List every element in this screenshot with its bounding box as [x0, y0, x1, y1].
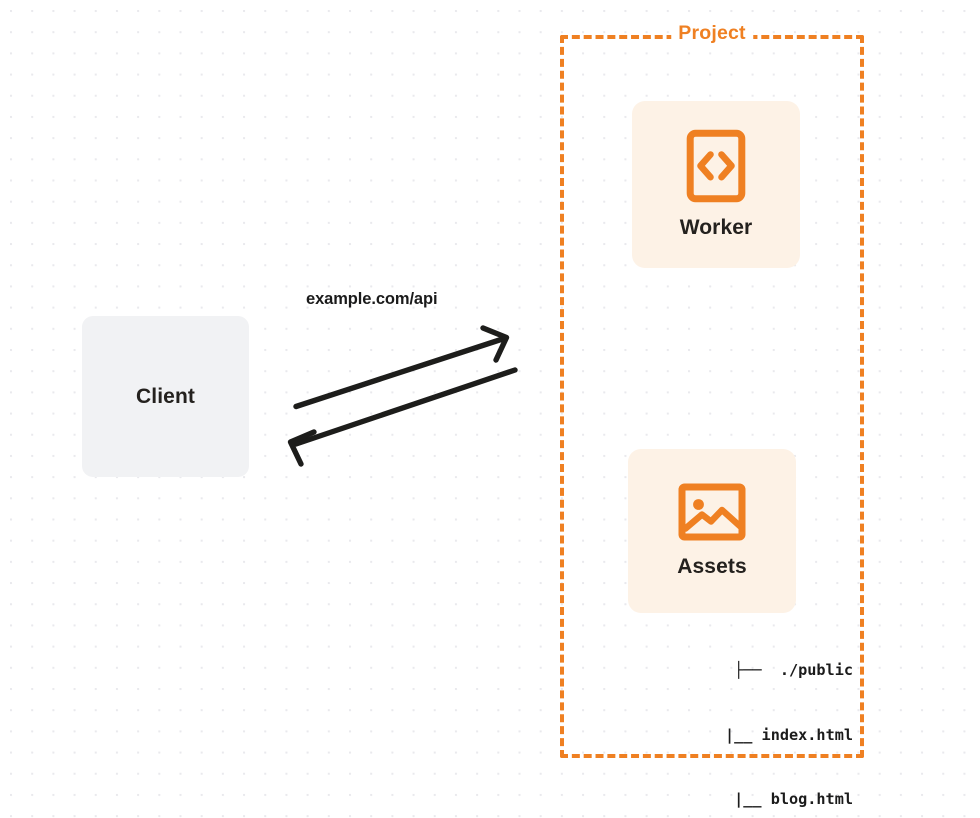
- edge-request-label: example.com/api: [306, 290, 438, 308]
- code-brackets-icon: [686, 129, 746, 203]
- node-client[interactable]: Client: [82, 316, 249, 477]
- node-assets-label: Assets: [677, 555, 747, 578]
- node-worker-label: Worker: [679, 216, 753, 239]
- file-tree-row: ├── ./public: [734, 661, 853, 679]
- arrow-left-icon: [287, 367, 518, 467]
- assets-file-tree: ├── ./public |__ index.html |__ blog.htm…: [608, 617, 853, 818]
- node-assets[interactable]: Assets: [628, 449, 796, 613]
- image-picture-icon: [678, 483, 746, 541]
- file-tree-row: |__ blog.html: [734, 790, 853, 808]
- arrow-right-icon: [293, 325, 510, 410]
- project-title: Project: [671, 22, 753, 45]
- client-project-arrows: [287, 325, 518, 467]
- node-client-label: Client: [136, 384, 195, 408]
- file-tree-row: |__ index.html: [724, 725, 853, 744]
- node-worker[interactable]: Worker: [632, 101, 800, 268]
- project-group: Project Worker Assets: [560, 22, 864, 808]
